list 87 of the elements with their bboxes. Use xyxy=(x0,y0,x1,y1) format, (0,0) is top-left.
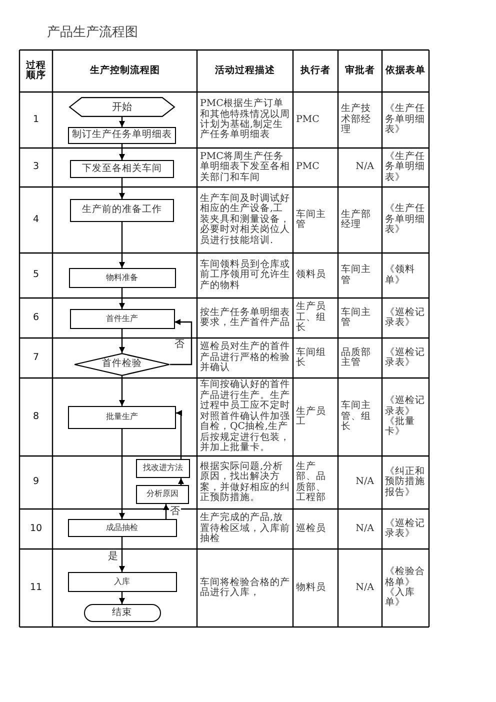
activity-description: 巡检员对生产的首件产品进行严格的检验并确认 xyxy=(200,342,290,374)
process-box: 首件生产 xyxy=(70,309,174,329)
form-name: 《生产任务单明细表》 xyxy=(385,104,426,136)
activity-description: 车间按确认好的首件产品进行生产。生产过程中员工应不定时对照首件确认件加强自检，QC抽检,生产后按规定进行包装，并加上批量卡。 xyxy=(200,380,290,454)
step-number: 1 xyxy=(32,114,40,126)
approver-name: 生产技术部经理 xyxy=(341,104,372,136)
diagram-title: 产品生产流程图 xyxy=(47,25,138,41)
arrow xyxy=(119,429,125,519)
form-name: 《生产任务单明细表》 xyxy=(385,204,426,236)
approver-name: N/A xyxy=(356,582,374,594)
activity-description: PMC根据生产订单和其他特殊情况以周计划为基础,制定生产任务单明细表 xyxy=(200,99,290,141)
arrow xyxy=(119,592,125,604)
executor-name: PMC xyxy=(296,162,320,173)
column-header: 依据表单 xyxy=(386,66,426,76)
form-name: 《检验合格单》《入库单》 xyxy=(385,567,426,609)
decision-diamond: 首件检验 xyxy=(74,353,170,376)
form-name: 《领料单》 xyxy=(385,265,416,286)
form-name: 《巡检记录表》《批量卡》 xyxy=(385,396,426,438)
end-terminal: 结束 xyxy=(84,604,160,622)
edge-label: 是 xyxy=(107,550,119,562)
process-box: 下发至各相关车间 xyxy=(70,160,174,178)
activity-description: 车间将检验合格的产品进行入库， xyxy=(200,578,290,598)
process-box: 成品抽检 xyxy=(68,519,176,537)
arrow xyxy=(119,222,125,268)
approver-name: 生产部经理 xyxy=(341,210,372,230)
approver-name: N/A xyxy=(356,524,374,534)
column-header: 审批者 xyxy=(345,66,375,76)
step-number: 4 xyxy=(32,214,40,226)
process-box: 批量生产 xyxy=(68,406,176,429)
activity-description: 根据实际问题,分析原因，找出解决方案，并做好相应的纠正预防措施。 xyxy=(200,462,290,504)
step-number: 11 xyxy=(30,582,42,594)
start-hexagon: 开始 xyxy=(69,97,175,117)
executor-name: 领料员 xyxy=(296,270,326,281)
process-box: 入库 xyxy=(68,572,176,592)
column-header: 活动过程描述 xyxy=(215,66,275,76)
form-name: 《生产任务单明细表》 xyxy=(385,152,426,184)
executor-name: PMC xyxy=(296,114,320,126)
executor-name: 生产部、品质部、工程部 xyxy=(296,462,327,504)
arrow xyxy=(170,319,192,366)
activity-description: 按生产任务单明细表要求，生产首件产品 xyxy=(200,308,290,328)
activity-description: PMC将周生产任务单明细表下发至各相关部门和车间 xyxy=(200,152,290,184)
approver-name: 车间主管、组长 xyxy=(341,401,372,433)
arrow xyxy=(119,144,125,160)
executor-name: 巡检员 xyxy=(296,524,326,534)
arrow xyxy=(119,178,125,199)
approver-name: N/A xyxy=(356,162,374,173)
activity-description: 车间领料员到仓库或前工序领用可允许生产的物料 xyxy=(200,260,290,292)
executor-name: 生产员工、组长 xyxy=(296,302,327,334)
process-box: 生产前的准备工作 xyxy=(70,199,174,222)
executor-name: 车间主管 xyxy=(296,210,327,230)
activity-description: 生产完成的产品,放置待检区域，入库前抽检 xyxy=(200,513,290,545)
step-number: 9 xyxy=(32,477,40,488)
arrow xyxy=(119,329,125,353)
executor-name: 生产员工 xyxy=(296,406,327,428)
executor-name: 物料员 xyxy=(296,582,326,594)
step-number: 8 xyxy=(32,412,40,422)
process-box: 找改进方法 xyxy=(136,459,190,478)
column-header: 过程顺序 xyxy=(25,60,47,82)
column-header: 生产控制流程图 xyxy=(90,66,160,76)
form-name: 《巡检记录表》 xyxy=(385,518,426,540)
process-box: 物料准备 xyxy=(68,268,176,288)
form-name: 《巡检记录表》 xyxy=(385,348,426,368)
arrow xyxy=(176,410,182,459)
form-name: 《纠正和预防措施报告》 xyxy=(385,466,426,498)
step-number: 7 xyxy=(32,352,40,364)
arrow xyxy=(119,288,125,309)
step-number: 3 xyxy=(32,162,40,173)
process-box: 分析原因 xyxy=(136,485,189,504)
column-header: 执行者 xyxy=(300,66,330,76)
approver-name: 车间主管 xyxy=(341,265,372,286)
step-number: 10 xyxy=(30,524,42,534)
process-box: 制订生产任务单明细表 xyxy=(68,127,176,144)
step-number: 5 xyxy=(32,270,40,281)
arrow xyxy=(178,478,184,485)
edge-label: 否 xyxy=(169,506,181,516)
arrow xyxy=(119,537,125,572)
form-name: 《巡检记录表》 xyxy=(385,308,426,328)
approver-name: N/A xyxy=(356,477,374,488)
approver-name: 品质部主管 xyxy=(341,348,372,368)
activity-description: 生产车间及时调试好相应的生产设备,工装夹具和测量设备，必要时对相关岗位人员进行技能培训. xyxy=(200,194,290,246)
arrow xyxy=(119,376,125,406)
arrow xyxy=(119,117,125,127)
executor-name: 车间组长 xyxy=(296,348,327,368)
approver-name: 车间主管 xyxy=(341,308,372,328)
edge-label: 否 xyxy=(174,339,186,350)
arrow xyxy=(163,504,169,519)
step-number: 6 xyxy=(32,312,40,324)
